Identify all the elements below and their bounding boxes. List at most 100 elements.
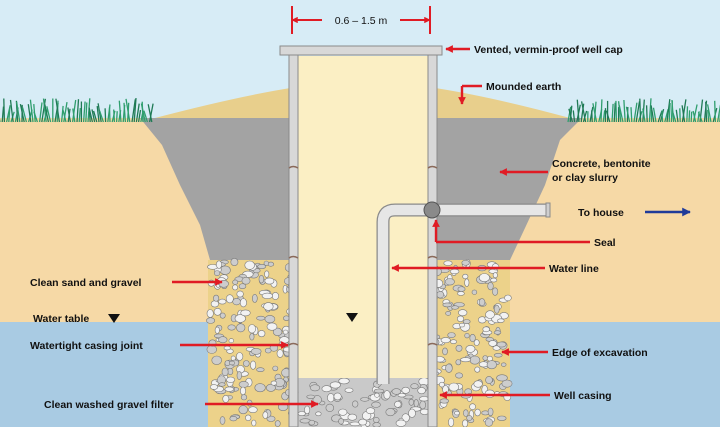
- pebble: [276, 349, 284, 358]
- pebble: [440, 337, 451, 344]
- pebble: [266, 322, 278, 331]
- pebble: [279, 336, 290, 344]
- pebble: [501, 362, 507, 367]
- pebble: [447, 332, 456, 338]
- pebble: [240, 394, 248, 401]
- grass-blade: [131, 99, 136, 123]
- grass-blade: [82, 101, 86, 123]
- grass-blade: [686, 106, 689, 123]
- pebble: [218, 298, 227, 305]
- pebble: [493, 304, 500, 314]
- pebble: [497, 415, 507, 421]
- grass-blade: [630, 107, 633, 123]
- pebble: [225, 294, 234, 304]
- pebble: [306, 394, 316, 399]
- pipe-end: [545, 202, 551, 218]
- pebble: [401, 386, 410, 394]
- grass-blade: [635, 101, 641, 123]
- pebble: [308, 419, 316, 426]
- pebble: [209, 384, 219, 390]
- grass-blade: [623, 99, 626, 123]
- grass-blade: [125, 98, 131, 123]
- grass-blade: [113, 109, 116, 123]
- grass-blade: [88, 107, 94, 123]
- pebble: [229, 360, 236, 366]
- grass-blade: [645, 105, 648, 123]
- pebble: [493, 353, 503, 358]
- grass-blade: [71, 99, 77, 123]
- grass-blade: [648, 98, 652, 123]
- pebble: [461, 259, 470, 266]
- pebble: [236, 323, 246, 333]
- pebble: [297, 411, 306, 416]
- grass-blade: [96, 106, 100, 123]
- pebble: [448, 417, 455, 427]
- pebble: [238, 380, 249, 388]
- pebble: [236, 371, 242, 380]
- grass-blade: [148, 103, 154, 123]
- grass-blade: [133, 98, 137, 123]
- pebble: [243, 360, 250, 367]
- pebble: [496, 374, 508, 382]
- pebble: [469, 333, 476, 342]
- pebble: [309, 384, 321, 392]
- pebble: [373, 388, 385, 394]
- grass-blade: [602, 110, 606, 123]
- pebble: [263, 302, 274, 311]
- pebble: [245, 414, 252, 421]
- grass-blade: [9, 99, 14, 123]
- pebble: [213, 307, 222, 316]
- grass-blade: [42, 98, 47, 123]
- label-edge-excavation: Edge of excavation: [552, 347, 648, 359]
- pebble: [240, 386, 247, 396]
- grass-blade: [19, 103, 25, 123]
- pebble: [474, 366, 481, 373]
- grass-blade: [652, 107, 657, 123]
- pebble: [486, 360, 497, 370]
- pebble: [210, 300, 219, 308]
- pebble: [271, 292, 280, 300]
- pebble: [442, 302, 453, 308]
- pebble: [272, 365, 279, 372]
- pebble: [449, 268, 460, 275]
- pebble: [482, 326, 490, 333]
- pebble: [238, 283, 247, 290]
- grass-blade: [98, 110, 105, 123]
- pebble: [270, 380, 278, 386]
- pebble: [214, 326, 220, 334]
- pebble: [373, 416, 380, 423]
- water-table-marker-icon: [108, 314, 120, 323]
- pebble: [219, 312, 226, 319]
- pebble: [487, 407, 494, 417]
- pebble: [439, 398, 449, 404]
- pebble: [227, 324, 236, 331]
- grass-blade: [33, 111, 39, 123]
- pebble: [504, 294, 512, 302]
- grass-blade: [21, 107, 28, 123]
- grass-blade: [3, 98, 6, 123]
- pebble: [263, 260, 269, 266]
- pebble: [448, 382, 460, 392]
- pebble: [438, 381, 445, 388]
- pebble: [325, 403, 334, 413]
- grass-blade: [576, 99, 580, 123]
- grass-blade: [8, 106, 11, 123]
- pebble: [228, 338, 235, 344]
- grass-blade: [671, 109, 677, 123]
- pebble: [490, 277, 498, 283]
- dimension-line: [291, 6, 431, 34]
- grass-blade: [78, 108, 81, 123]
- pebble: [344, 387, 354, 393]
- grass-blade: [611, 103, 614, 123]
- pebble: [304, 405, 311, 415]
- pebble: [232, 284, 238, 291]
- label-sand-gravel: Clean sand and gravel: [30, 277, 142, 289]
- pebble: [252, 293, 258, 303]
- pebble: [455, 372, 463, 379]
- pebble: [493, 330, 502, 335]
- pebble: [358, 418, 368, 426]
- pebble: [264, 277, 275, 285]
- pebble: [254, 383, 266, 393]
- pebble: [321, 385, 332, 393]
- grass-blade: [5, 105, 11, 123]
